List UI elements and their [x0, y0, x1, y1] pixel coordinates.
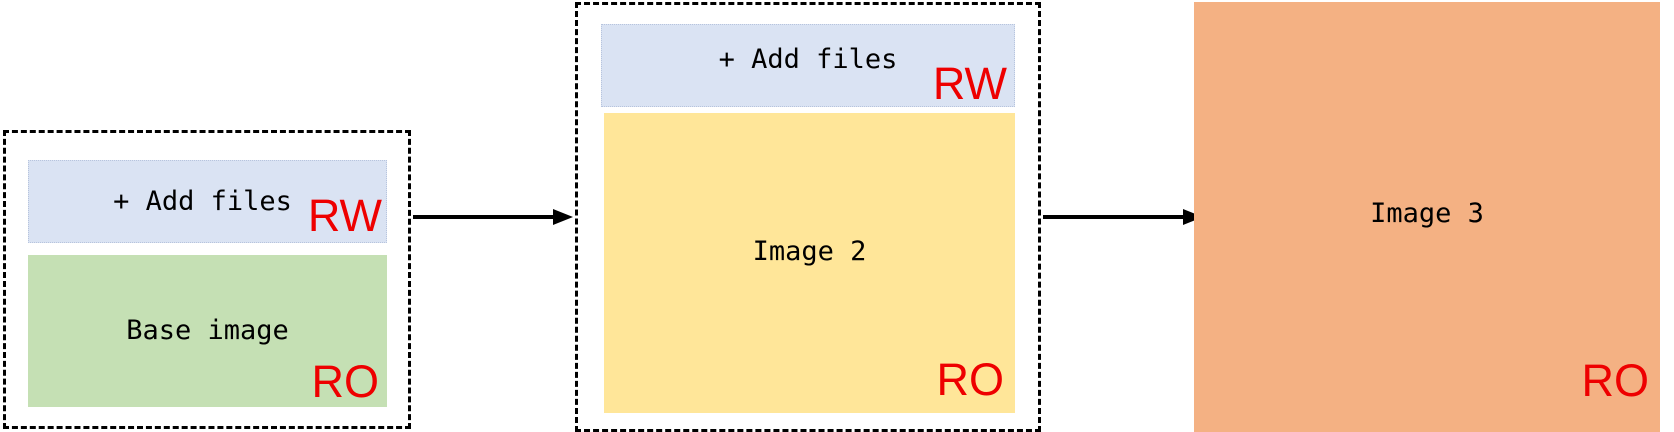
container-1-frame: [3, 130, 411, 429]
container-1-rw-tag: RW: [307, 190, 382, 241]
image2-ro-tag: RO: [936, 354, 1005, 405]
image3-ro-tag: RO: [1581, 355, 1650, 406]
arrow-1: [413, 209, 573, 225]
container-2-rw-layer: + Add files RW: [601, 24, 1015, 107]
container-2-rw-tag: RW: [932, 58, 1007, 109]
image3-label: Image 3: [1370, 197, 1484, 229]
arrow-2: [1043, 209, 1203, 225]
base-image-ro-tag: RO: [311, 356, 380, 407]
container-1-rw-label: + Add files: [113, 186, 292, 217]
base-image-label: Base image: [126, 314, 289, 346]
container-2-image2-layer: Image 2 RO: [604, 113, 1015, 413]
image3-block: Image 3 RO: [1194, 2, 1660, 432]
container-2-frame: [575, 2, 1041, 432]
image2-label: Image 2: [752, 235, 867, 267]
container-1-rw-layer: + Add files RW: [28, 160, 387, 243]
container-1-base-image-layer: Base image RO: [28, 255, 387, 407]
container-2-rw-label: + Add files: [718, 44, 898, 75]
